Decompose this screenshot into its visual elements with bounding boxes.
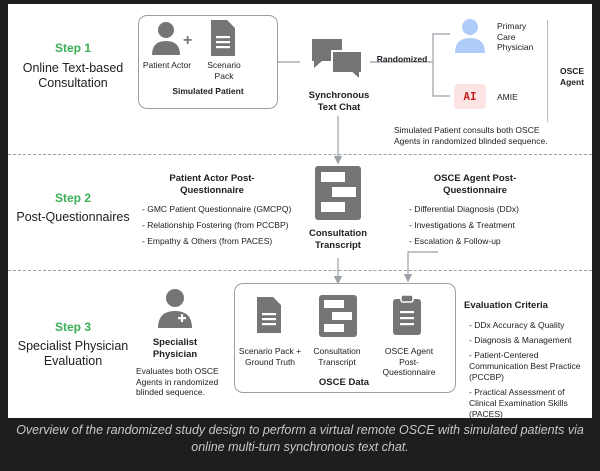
agent-q-item: Escalation & Follow-up xyxy=(409,233,519,249)
randomized-label: Randomized xyxy=(376,54,428,64)
specialist-label: Specialist Physician xyxy=(152,337,198,360)
step-3-label: Step 3 xyxy=(54,320,91,334)
chat-bubbles-icon xyxy=(312,39,363,82)
step-1-desc: Online Text-based Consultation xyxy=(22,61,124,90)
criteria-list: DDx Accuracy & Quality Diagnosis & Manag… xyxy=(469,320,587,420)
diagram-canvas: Step 1 Online Text-based Consultation St… xyxy=(8,4,592,420)
agent-q-item: Differential Diagnosis (DDx) xyxy=(409,201,519,217)
ai-badge-icon: AI xyxy=(454,84,486,109)
criteria-title: Evaluation Criteria xyxy=(464,300,548,311)
separator-2 xyxy=(8,270,592,271)
specialist-note: Evaluates both OSCE Agents in randomized… xyxy=(136,366,219,397)
agent-questionnaire-title: OSCE Agent Post-Questionnaire xyxy=(433,173,517,196)
patient-q-item: Relationship Fostering (from PCCBP) xyxy=(142,217,291,233)
agent-questionnaire-list: Differential Diagnosis (DDx) Investigati… xyxy=(409,201,519,249)
osce-data-label: OSCE Data xyxy=(318,377,370,388)
step-2-label: Step 2 xyxy=(54,191,91,205)
step-2-desc: Post-Questionnaires xyxy=(16,210,130,224)
simulated-patient-note: Simulated Patient consults both OSCE Age… xyxy=(394,125,548,146)
to-pcp-line xyxy=(432,33,450,62)
patient-actor-label: Patient Actor xyxy=(142,60,192,70)
pcp-label: Primary Care Physician xyxy=(497,21,534,52)
patient-actor-icon xyxy=(152,22,180,55)
criteria-item: DDx Accuracy & Quality xyxy=(469,320,587,331)
separator-1 xyxy=(8,154,592,155)
criteria-item: Practical Assessment of Clinical Examina… xyxy=(469,387,587,420)
scenario-gt-label: Scenario Pack + Ground Truth xyxy=(238,346,302,367)
connector-arrows xyxy=(278,33,450,285)
amie-label: AMIE xyxy=(497,92,518,102)
specialist-physician-icon xyxy=(158,289,192,328)
transcript-label: Consultation Transcript xyxy=(308,228,368,251)
chat-label: Synchronous Text Chat xyxy=(308,90,370,113)
step-3-desc: Specialist Physician Evaluation xyxy=(17,339,129,368)
simulated-patient-label: Simulated Patient xyxy=(172,86,244,96)
criteria-item: Diagnosis & Management xyxy=(469,335,587,346)
figure-caption: Overview of the randomized study design … xyxy=(16,423,584,454)
transcript-small-icon xyxy=(319,295,357,337)
transcript-small-label: Consultation Transcript xyxy=(313,346,361,367)
pcp-icon xyxy=(455,19,485,53)
patient-q-item: GMC Patient Questionnaire (GMCPQ) xyxy=(142,201,291,217)
agent-divider xyxy=(547,20,548,122)
agent-q-item: Investigations & Treatment xyxy=(409,217,519,233)
agent-questionnaire-small-label: OSCE Agent Post-Questionnaire xyxy=(382,346,436,377)
to-amie-line xyxy=(432,62,450,97)
step-1-label: Step 1 xyxy=(54,41,91,55)
osce-agent-label: OSCE Agent xyxy=(559,66,585,87)
agentq-to-data-arrow xyxy=(403,251,438,283)
scenario-pack-label: Scenario Pack xyxy=(207,60,241,81)
patient-questionnaire-title: Patient Actor Post-Questionnaire xyxy=(169,173,255,196)
transcript-icon xyxy=(315,166,361,220)
plus-icon: + xyxy=(183,32,193,49)
clipboard-icon xyxy=(393,294,421,335)
patient-q-item: Empathy & Others (from PACES) xyxy=(142,233,291,249)
scenario-pack-icon xyxy=(211,20,235,56)
criteria-item: Patient-Centered Communication Best Prac… xyxy=(469,350,587,383)
patient-questionnaire-list: GMC Patient Questionnaire (GMCPQ) Relati… xyxy=(142,201,291,249)
scenario-pack-gt-icon xyxy=(257,297,281,333)
